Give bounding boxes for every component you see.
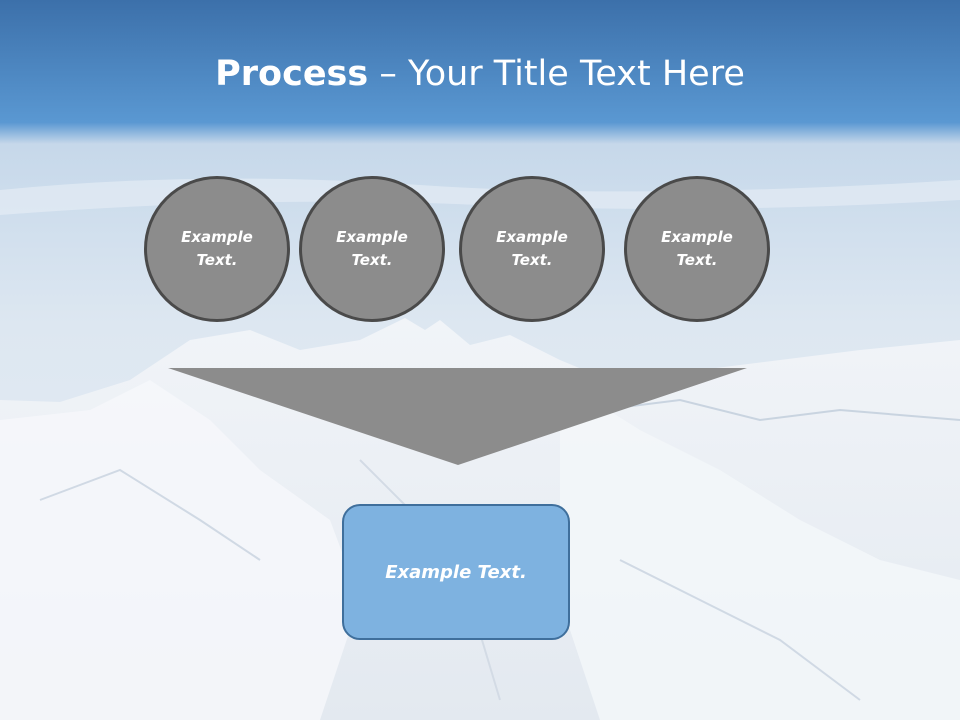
process-step-circle-2: Example Text. xyxy=(299,176,445,322)
step-2-label: Example Text. xyxy=(336,228,408,269)
funnel-arrow xyxy=(168,368,747,465)
result-label: Example Text. xyxy=(385,561,527,583)
step-3-label: Example Text. xyxy=(496,228,568,269)
process-step-circle-3: Example Text. xyxy=(459,176,605,322)
process-step-circle-4: Example Text. xyxy=(624,176,770,322)
result-box: Example Text. xyxy=(342,504,570,640)
process-step-circle-1: Example Text. xyxy=(144,176,290,322)
title-bold-text: Process xyxy=(215,54,369,94)
step-1-label: Example Text. xyxy=(181,228,253,269)
slide-title: Process – Your Title Text Here xyxy=(0,52,960,96)
title-rest-text: – Your Title Text Here xyxy=(368,54,745,94)
step-4-label: Example Text. xyxy=(661,228,733,269)
